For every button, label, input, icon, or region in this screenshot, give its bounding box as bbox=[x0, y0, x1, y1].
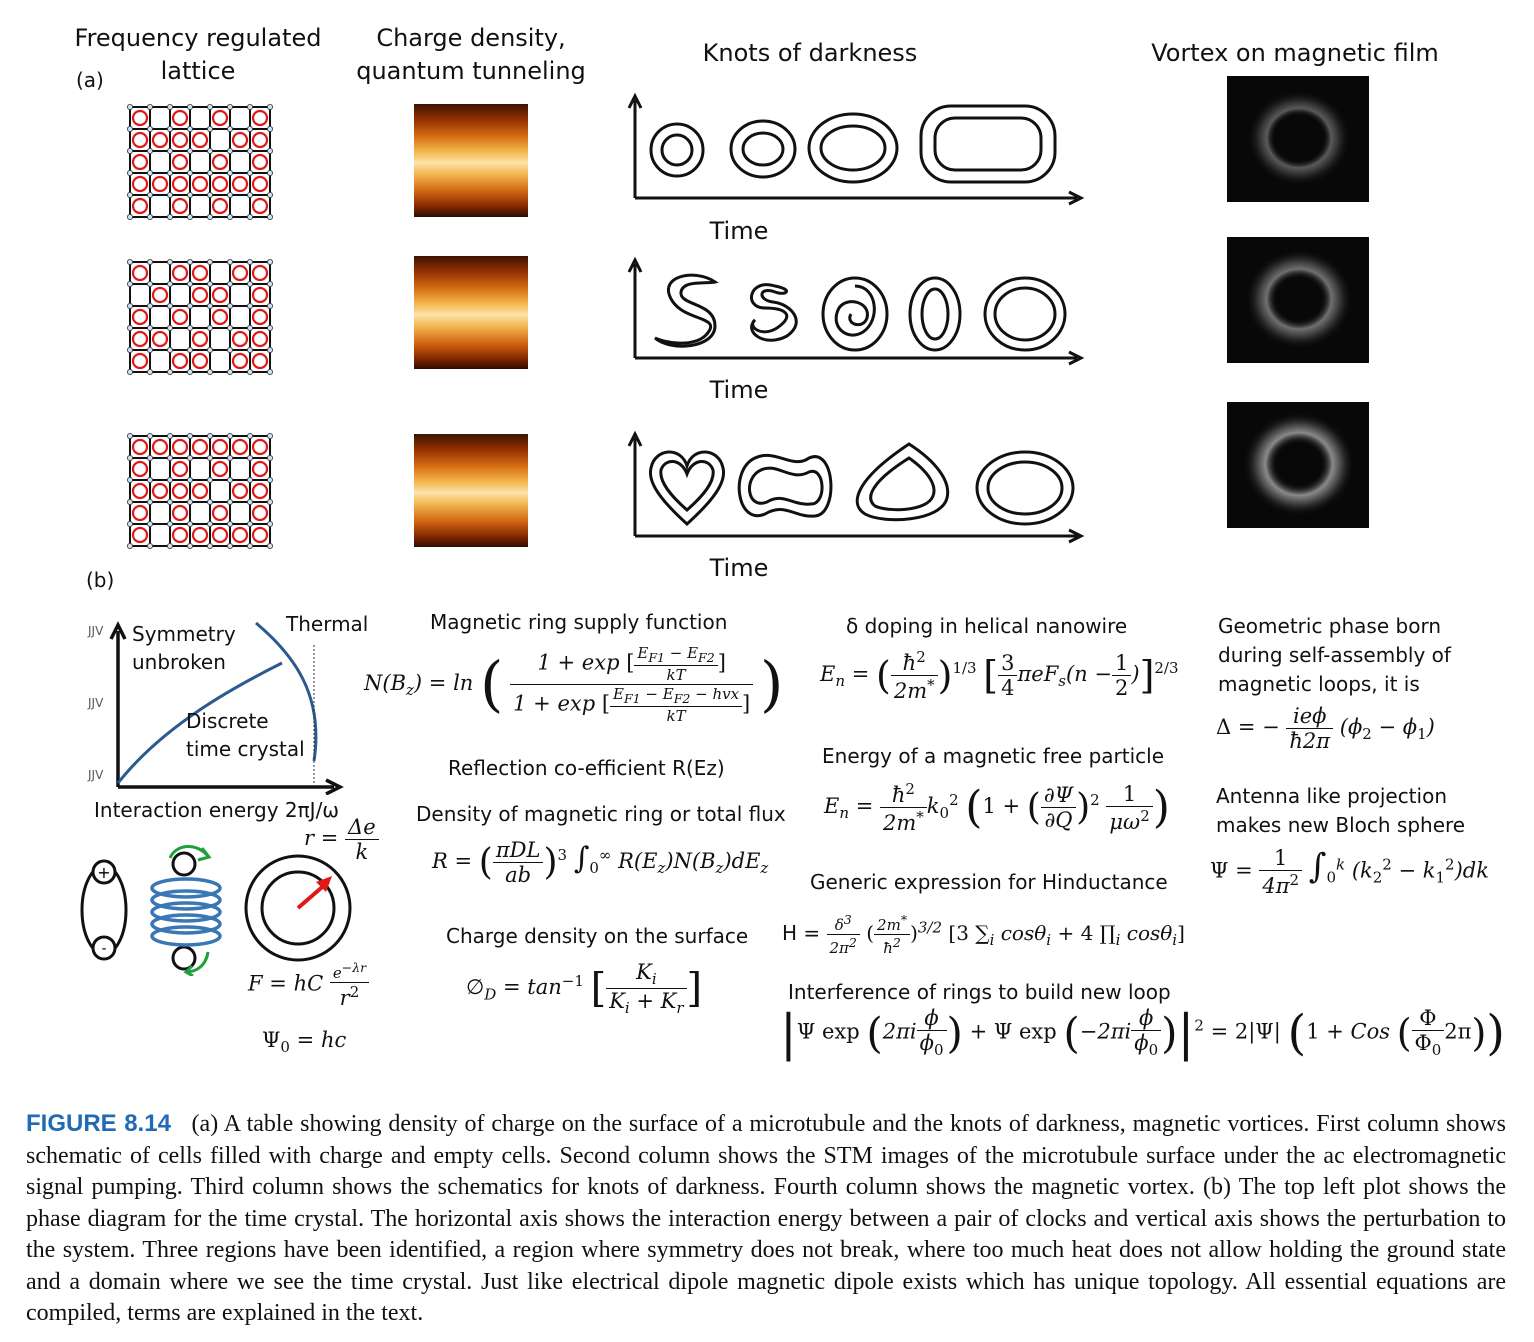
stm-image-3 bbox=[414, 434, 528, 547]
reflection-title: Reflection co-efficient R(Ez) bbox=[448, 756, 725, 780]
free-particle-title: Energy of a magnetic free particle bbox=[822, 744, 1165, 768]
caption-text: (a) A table showing density of charge on… bbox=[26, 1111, 1507, 1326]
region-crystal-label: Discrete time crystal bbox=[186, 709, 305, 761]
ring-density-title: Density of magnetic ring or total flux bbox=[416, 802, 786, 826]
supply-function-title: Magnetic ring supply function bbox=[430, 610, 728, 634]
figure-label: FIGURE 8.14 bbox=[26, 1110, 171, 1137]
svg-text:+: + bbox=[97, 863, 110, 882]
panel-b-label: (b) bbox=[86, 568, 115, 592]
figure-caption: FIGURE 8.14 (a) A table showing density … bbox=[26, 1108, 1506, 1330]
time-label-2: Time bbox=[709, 376, 769, 404]
stm-image-1 bbox=[414, 104, 528, 217]
psi0-equation: Ψ0 = hc bbox=[262, 1028, 347, 1057]
knots-row-3 bbox=[627, 430, 1085, 544]
header-vortex: Vortex on magnetic film bbox=[1151, 39, 1439, 67]
time-label-3: Time bbox=[709, 554, 769, 582]
svg-text:-: - bbox=[101, 941, 106, 957]
lattice-row-3 bbox=[127, 433, 273, 550]
helical-doping-title: δ doping in helical nanowire bbox=[846, 614, 1128, 638]
phase-diagram: JJV JJV JJV bbox=[87, 621, 344, 795]
header-knots: Knots of darkness bbox=[702, 39, 918, 67]
header-charge-density: Charge density, quantum tunneling bbox=[356, 24, 586, 85]
knots-row-1 bbox=[627, 92, 1085, 206]
lattice-row-2 bbox=[127, 259, 273, 376]
charge-density-title: Charge density on the surface bbox=[446, 924, 749, 948]
phase-xlabel: Interaction energy 2πJ/ω bbox=[94, 798, 340, 822]
time-label-1: Time bbox=[709, 217, 769, 245]
region-symmetry-label: Symmetry unbroken bbox=[132, 622, 236, 674]
svg-text:JJV: JJV bbox=[87, 696, 104, 710]
header-lattice: Frequency regulated lattice bbox=[74, 24, 322, 85]
stm-image-2 bbox=[414, 256, 528, 369]
svg-text:JJV: JJV bbox=[87, 768, 104, 782]
bloch-sphere-title: Antenna like projection makes new Bloch … bbox=[1216, 784, 1466, 837]
region-thermal-label: Thermal bbox=[286, 612, 369, 636]
svg-text:JJV: JJV bbox=[87, 624, 104, 638]
vortex-image-3 bbox=[1227, 402, 1369, 528]
vortex-image-1 bbox=[1227, 76, 1369, 202]
knots-row-2 bbox=[627, 256, 1085, 366]
panel-a-label: (a) bbox=[76, 68, 104, 92]
hinductance-title: Generic expression for Hinductance bbox=[810, 870, 1168, 894]
lattice-row-1 bbox=[127, 104, 273, 221]
interference-title: Interference of rings to build new loop bbox=[788, 980, 1171, 1004]
geometric-phase-title: Geometric phase born during self-assembl… bbox=[1218, 614, 1451, 696]
vortex-image-2 bbox=[1227, 237, 1369, 363]
magnetic-dipole-icons: + - bbox=[80, 845, 352, 976]
